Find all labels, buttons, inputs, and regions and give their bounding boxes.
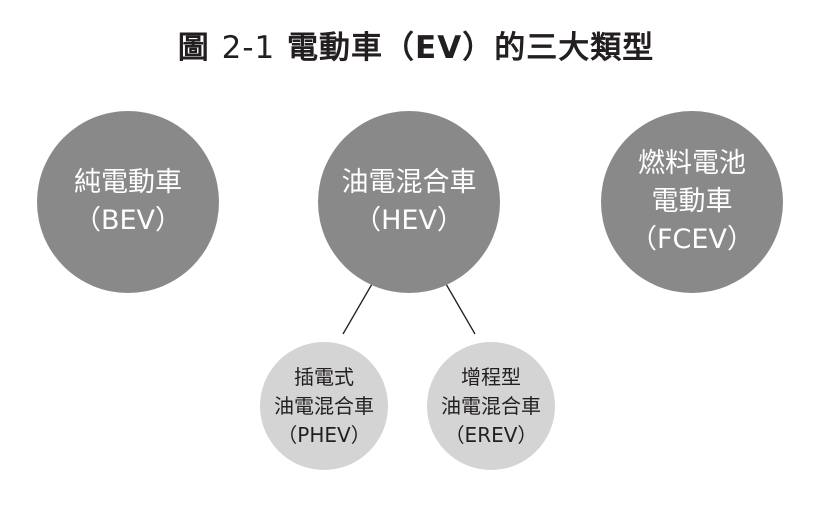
- phev-node: 插電式 油電混合車 （PHEV）: [260, 342, 388, 470]
- fcev-node: 燃料電池 電動車 （FCEV）: [601, 111, 783, 293]
- fcev-name-line1: 燃料電池: [638, 148, 746, 179]
- hev-abbr: （HEV）: [354, 205, 464, 236]
- erev-name-line2: 油電混合車: [441, 393, 541, 418]
- figure-title: 圖 2-1 電動車（EV）的三大類型: [0, 22, 832, 67]
- figure-number: 2-1: [221, 30, 276, 66]
- figure-label: 圖: [177, 30, 210, 66]
- connector-hev-erev: [445, 283, 476, 335]
- hev-name: 油電混合車: [341, 167, 477, 198]
- erev-name-line1: 增程型: [461, 364, 521, 389]
- connector-hev-phev: [342, 283, 373, 335]
- bev-name: 純電動車: [74, 167, 182, 198]
- fcev-abbr: （FCEV）: [630, 224, 754, 255]
- hev-node: 油電混合車 （HEV）: [318, 111, 500, 293]
- figure-caption: 電動車（EV）的三大類型: [287, 30, 655, 66]
- erev-abbr: （EREV）: [444, 422, 538, 447]
- fcev-name-line2: 電動車: [651, 186, 733, 217]
- phev-name-line1: 插電式: [294, 364, 354, 389]
- phev-name-line2: 油電混合車: [274, 393, 374, 418]
- erev-node: 增程型 油電混合車 （EREV）: [427, 342, 555, 470]
- bev-abbr: （BEV）: [73, 205, 183, 236]
- phev-abbr: （PHEV）: [277, 422, 371, 447]
- bev-node: 純電動車 （BEV）: [37, 111, 219, 293]
